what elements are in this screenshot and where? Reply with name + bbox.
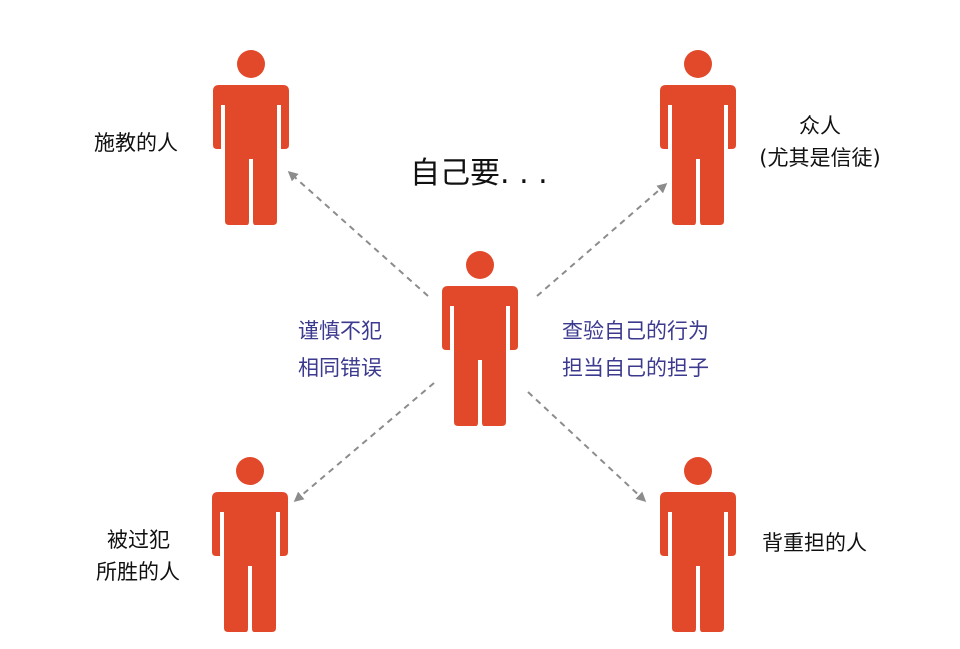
edge-label-right-line1: 查验自己的行为	[562, 319, 709, 343]
person-icon-bottom-right	[660, 457, 736, 632]
node-label-top-right-line2: (尤其是信徒)	[759, 146, 881, 170]
node-label-top-right: 众人 (尤其是信徒)	[746, 110, 894, 174]
edge-label-right: 查验自己的行为 担当自己的担子	[562, 313, 709, 387]
person-icon-top-right	[660, 50, 736, 225]
edge-label-left-line2: 相同错误	[298, 356, 382, 380]
arrow-to-bottom-left	[293, 382, 435, 502]
person-icon-bottom-left	[212, 457, 288, 632]
arrows-group	[287, 171, 668, 503]
node-label-top-right-line1: 众人	[799, 114, 841, 138]
node-label-bottom-left-line1: 被过犯	[107, 528, 170, 552]
person-icon-center	[442, 251, 518, 426]
arrow-to-top-right	[536, 183, 668, 297]
node-label-top-left: 施教的人	[94, 131, 178, 155]
arrow-to-top-left	[287, 171, 429, 297]
person-icon-top-left	[213, 50, 289, 225]
edge-label-left: 谨慎不犯 相同错误	[298, 313, 382, 387]
arrow-to-bottom-right	[527, 391, 647, 503]
node-label-bottom-right: 背重担的人	[762, 531, 867, 555]
diagram-title: 自己要. . .	[410, 156, 548, 191]
edge-label-left-line1: 谨慎不犯	[298, 319, 382, 343]
node-label-bottom-left-line2: 所胜的人	[96, 560, 180, 584]
node-label-bottom-left: 被过犯 所胜的人	[96, 524, 180, 588]
edge-label-right-line2: 担当自己的担子	[562, 356, 709, 380]
